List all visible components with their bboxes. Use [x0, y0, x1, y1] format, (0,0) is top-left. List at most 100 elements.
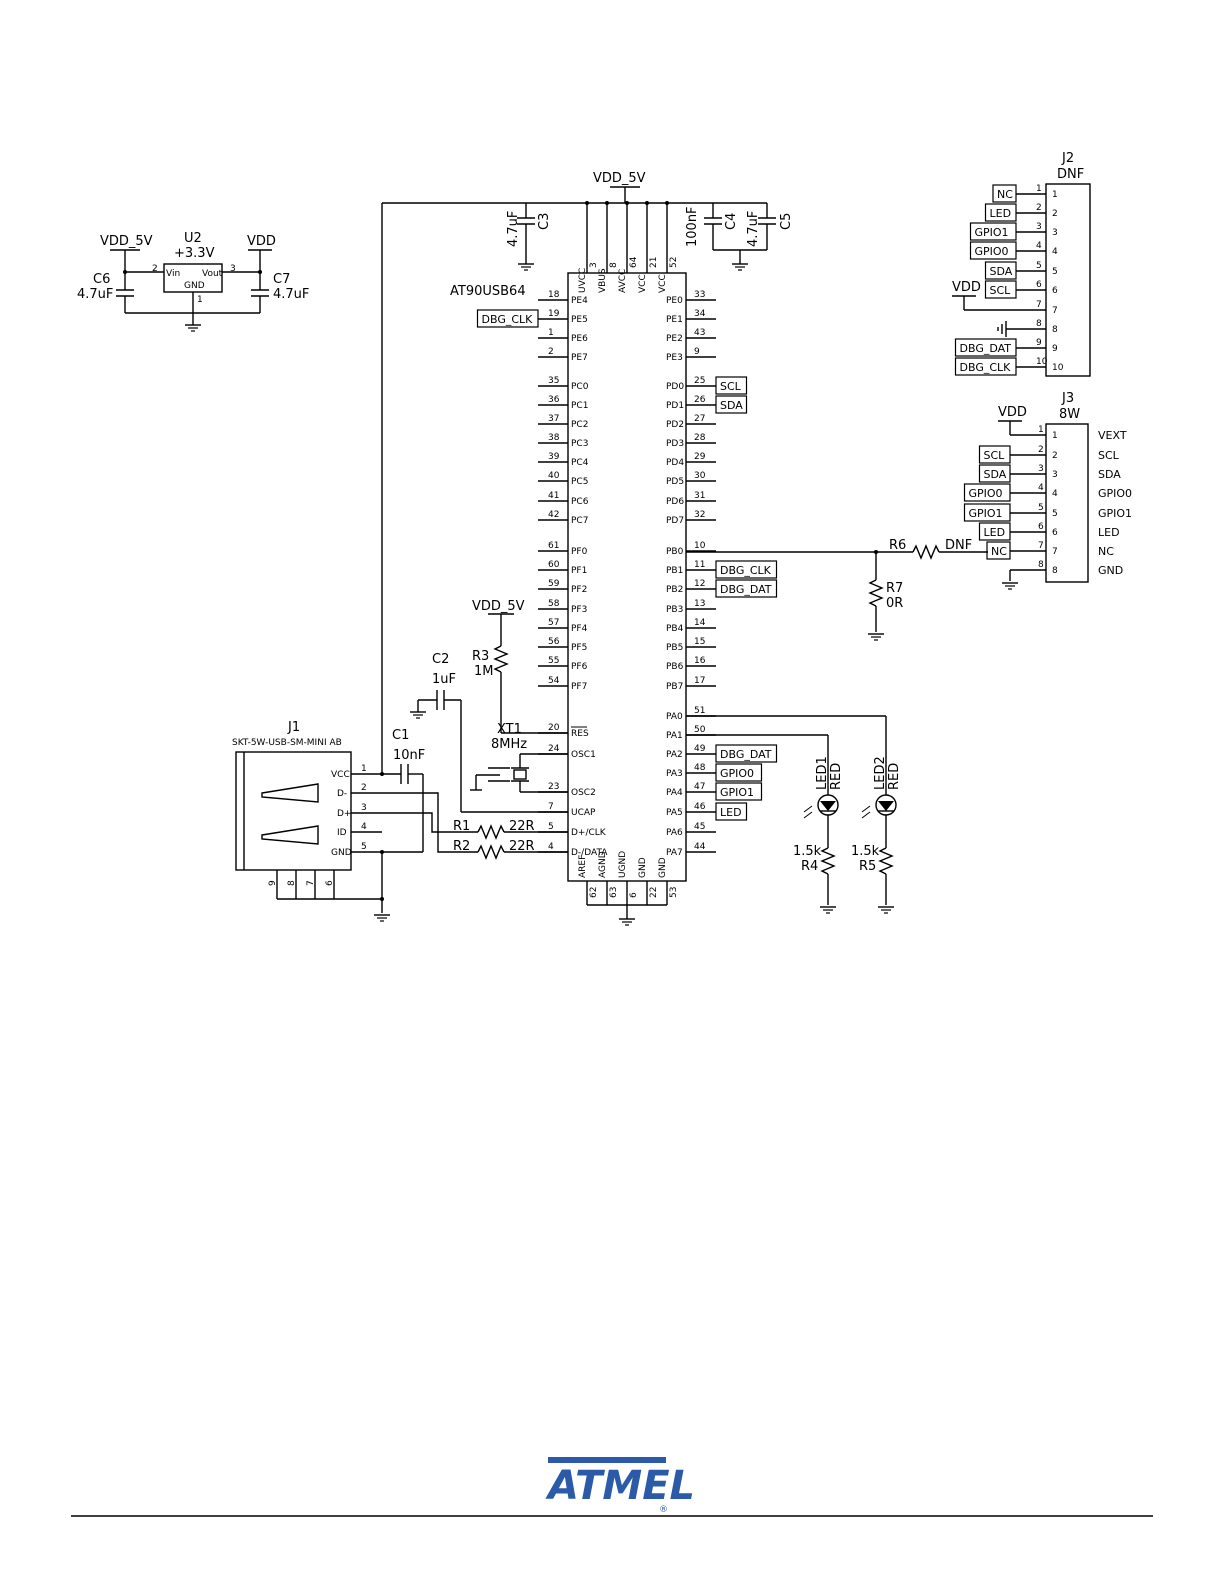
r3-value: 1M [474, 664, 494, 679]
c7-value: 4.7uF [273, 287, 309, 302]
j2-net-label: DBG_CLK [954, 357, 1017, 376]
mcu-pin-number: 7 [548, 802, 554, 812]
j2-ref: J2 [1061, 151, 1074, 166]
c3-value: 4.7uF [506, 211, 521, 247]
mcu-pin-label: PB4 [666, 624, 684, 634]
c6-value: 4.7uF [77, 287, 113, 302]
r7-value: 0R [886, 596, 903, 611]
mcu-pin-label: PC6 [571, 497, 589, 507]
mcu-pin-number: 1 [548, 328, 554, 338]
j3-signal-label: GPIO0 [1098, 487, 1132, 500]
mcu-pin-label: PE4 [571, 296, 588, 306]
j2-pin-number: 3 [1036, 222, 1042, 232]
c1-value: 10nF [393, 748, 425, 763]
net-label-scl-pd0: SCL [715, 376, 748, 395]
j3-net-label: LED [978, 522, 1011, 541]
mcu-pin-number: 52 [669, 257, 679, 268]
j2-pin-number: 10 [1036, 357, 1048, 367]
mcu-pin-number: 57 [548, 618, 559, 628]
mcu-pin-number: 48 [694, 763, 706, 773]
j1-pin-number: 3 [361, 803, 367, 813]
led1-color: RED [829, 763, 844, 790]
mcu-pin-number: 59 [548, 579, 560, 589]
mcu-pin-label: PC0 [571, 382, 589, 392]
mcu-pin-number: 3 [589, 262, 599, 268]
j2-pin-number: 5 [1036, 261, 1042, 271]
mcu-pin-number: 2 [548, 347, 554, 357]
j3-pin-index: 7 [1052, 547, 1058, 557]
j3-body [1045, 423, 1089, 583]
j2-pin-index: 9 [1052, 344, 1058, 354]
mcu-pin-number: 41 [548, 491, 559, 501]
mcu-pin-label: PA4 [666, 788, 683, 798]
j3-pin-index: 5 [1052, 509, 1058, 519]
net-label-text: GPIO1 [720, 786, 754, 799]
j1-pin-label: ID [337, 828, 347, 838]
ground-icon [184, 324, 202, 332]
r7-ref: R7 [886, 581, 903, 596]
mcu-pin-number: 46 [694, 802, 706, 812]
j3-signal-label: GPIO1 [1098, 507, 1132, 520]
net-label-text: LED [720, 806, 742, 819]
mcu-pin-number: 35 [548, 376, 559, 386]
mcu-pin-number: 43 [694, 328, 705, 338]
j2-net-label: NC [992, 184, 1017, 203]
mcu-pin-label: UVCC [578, 268, 588, 293]
j1-pin-id: 4ID [337, 822, 382, 838]
mcu-pin-number: 56 [548, 637, 560, 647]
mcu-at90usb64: AT90USB64 18PE419PE51PE62PE735PC036PC137… [450, 201, 716, 926]
mcu-pin-label: PE7 [571, 353, 588, 363]
j2-pin-number: 4 [1036, 241, 1042, 251]
c5-ref: C5 [779, 213, 794, 230]
mcu-pin-label: PB7 [666, 682, 683, 692]
mcu-pin-label: PF4 [571, 624, 588, 634]
j3-net-label: GPIO0 [963, 483, 1011, 502]
mcu-pin-label: PD3 [666, 439, 684, 449]
cap-c2: C2 1uF [409, 652, 568, 813]
r3-ref: R3 [472, 649, 489, 664]
c5-value: 4.7uF [746, 211, 761, 247]
net-label-text: SCL [720, 380, 742, 393]
net-label-dbg-clk-pb1: DBG_CLK [715, 560, 778, 579]
c6-ref: C6 [93, 272, 110, 287]
mcu-pin-label: PE0 [666, 296, 683, 306]
net-label-text: DBG_CLK [960, 361, 1012, 374]
mcu-pin-label: PD2 [666, 420, 684, 430]
mcu-pin-label: PE2 [666, 334, 683, 344]
mcu-pin-number: 39 [548, 452, 560, 462]
j2-pin-8: 88 [1036, 319, 1058, 335]
j2-pin-index: 1 [1052, 190, 1058, 200]
mcu-pin-label: AVCC [618, 269, 628, 293]
mcu-pin-number: 18 [548, 290, 560, 300]
j3-net-label: SCL [978, 445, 1011, 464]
mcu-pin-label: PB0 [666, 547, 684, 557]
c3-ref: C3 [537, 213, 552, 230]
mcu-pin-number: 6 [629, 892, 639, 898]
mcu-pin-label: OSC2 [571, 788, 596, 798]
mcu-pin-number: 54 [548, 676, 560, 686]
j1-shield-pin-8: 8 [287, 870, 297, 899]
mcu-pin-label: PB2 [666, 585, 683, 595]
j3-pin-index: 3 [1052, 470, 1058, 480]
u2-pin-num-1: 1 [197, 295, 203, 305]
net-label-text: GPIO1 [969, 507, 1003, 520]
mcu-pin-label: PC5 [571, 477, 588, 487]
j1-pin-number: 5 [361, 842, 367, 852]
mcu-pin-label: PC3 [571, 439, 588, 449]
